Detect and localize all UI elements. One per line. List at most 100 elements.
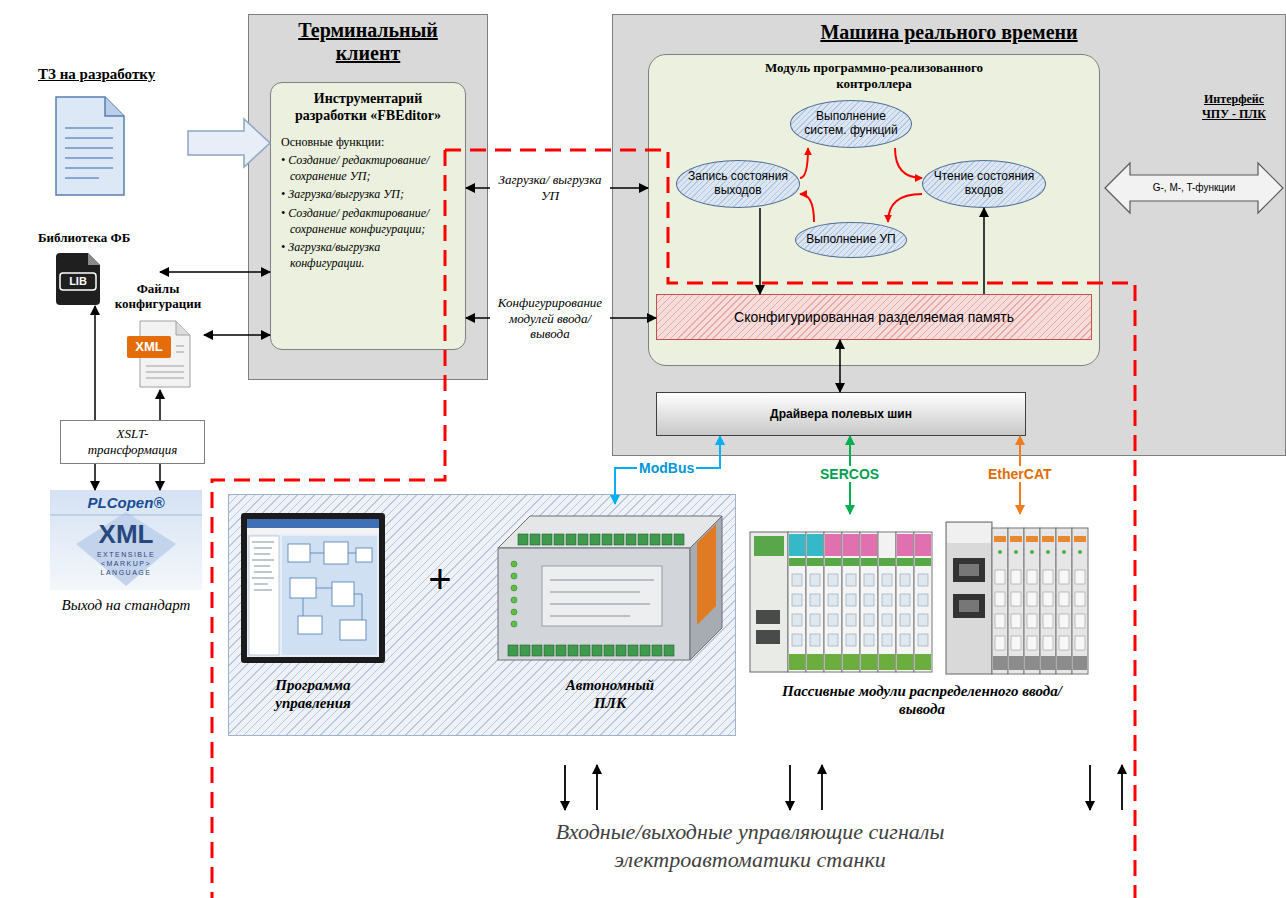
rect-shape (532, 645, 542, 656)
rect-shape (247, 519, 379, 657)
cycle-step-oval: Выполнение УП (795, 222, 907, 258)
signal-arrow-down (564, 765, 566, 810)
rect-shape (918, 594, 928, 606)
rect-shape (825, 534, 841, 556)
rect-shape (530, 534, 540, 545)
rect-shape (882, 614, 892, 626)
rect-shape (897, 558, 913, 566)
rect-shape (324, 542, 348, 564)
connector (800, 194, 814, 222)
path-shape (252, 542, 274, 590)
rect-shape (1072, 528, 1088, 674)
rect-shape (1011, 570, 1021, 584)
circle-shape (1030, 550, 1034, 554)
rect-shape (652, 645, 662, 656)
connector (159, 390, 161, 420)
panel-heading: Машина реального времени (613, 21, 1285, 44)
path-shape (65, 128, 113, 178)
node-text: Запись состояния выходов (687, 170, 789, 198)
rect-shape (789, 654, 805, 670)
rect-shape (915, 654, 931, 670)
connector (895, 148, 922, 178)
rect-shape (846, 614, 856, 626)
rect-shape (788, 532, 806, 672)
node-text: Выполнение УП (806, 233, 895, 247)
rect-shape (332, 582, 354, 606)
rect-shape (900, 614, 910, 626)
rect-shape (1056, 528, 1072, 674)
rect-shape (356, 548, 372, 562)
rect-shape (1073, 656, 1087, 670)
connector (615, 436, 720, 504)
rect-shape (879, 654, 895, 670)
circle-shape (1078, 550, 1082, 554)
terminal-client-panel: Терминальный клиентИнструментарий разраб… (248, 14, 488, 380)
file-heading: Библиотека ФБ (38, 230, 160, 246)
rect-shape (1027, 592, 1037, 606)
rect-shape (1059, 636, 1069, 650)
picture-caption: Программа управления (238, 676, 388, 712)
polygon-shape (690, 516, 722, 660)
rect-shape (828, 634, 838, 646)
path-shape (550, 580, 654, 616)
rect-shape (992, 528, 1008, 674)
standalone-plc-device: Автономный ПЛК (490, 504, 730, 730)
rect-shape (626, 534, 636, 545)
list-caption: Основные функции: (281, 135, 435, 151)
list-item: • Создание/ редактирование/ сохранение к… (281, 206, 435, 237)
connector (160, 271, 270, 273)
xslt-box: XSLT-трансформация (60, 420, 205, 464)
rect-shape (789, 558, 805, 566)
rect-shape (843, 534, 859, 556)
interface-heading: Интерфейс ЧПУ - ПЛК (1194, 92, 1274, 122)
rect-shape (995, 570, 1005, 584)
rect-shape (828, 614, 838, 626)
path-shape (56, 253, 100, 305)
rect-shape (810, 574, 820, 586)
rect-shape (578, 534, 588, 545)
signal-arrows (565, 765, 1122, 810)
rect-shape (650, 534, 660, 545)
rect-shape (959, 564, 979, 576)
rect-shape (1027, 614, 1037, 628)
rect-shape (542, 534, 552, 545)
rect-shape (674, 534, 684, 545)
rect-shape (900, 594, 910, 606)
rect-shape (861, 534, 877, 556)
illustration (490, 504, 730, 669)
rect-shape (1042, 536, 1054, 542)
control-program-picture: Программа управления (238, 508, 388, 730)
document-icon (55, 96, 125, 196)
logo-text: EXTENSIBLE (50, 550, 202, 559)
rect-shape (290, 578, 316, 598)
rect-shape (556, 645, 566, 656)
rect-shape (828, 574, 838, 586)
list-item: • Загрузка/выгрузка конфигурации. (281, 240, 435, 271)
rect-shape (1059, 614, 1069, 628)
panel-heading: Терминальный клиент (279, 19, 457, 65)
rect-shape (498, 548, 690, 660)
list-item: • Создание/ редактирование/ сохранение У… (281, 153, 435, 184)
plus-sign: + (418, 557, 462, 601)
rect-shape (882, 574, 892, 586)
rect-shape (249, 536, 279, 655)
rect-shape (340, 620, 366, 640)
rect-shape (1009, 656, 1023, 670)
passive-io-modules: Пассивные модули распределенного ввода/в… (742, 514, 1102, 732)
list-item: • Загрузка/выгрузка УП; (281, 187, 435, 203)
logo-caption: Выход на стандарт (50, 596, 202, 614)
rect-shape (282, 536, 377, 655)
icon-text: XML (127, 336, 171, 358)
rect-shape (1043, 614, 1053, 628)
rect-shape (915, 534, 931, 556)
circle-shape (511, 597, 517, 603)
rect-shape (995, 614, 1005, 628)
circle-shape (998, 550, 1002, 554)
path-shape (56, 97, 124, 195)
plcopen-xml-logo: PLCopen®XMLEXTENSIBLE<MARKUP>LANGUAGEВых… (50, 490, 202, 624)
rect-shape (846, 574, 856, 586)
rect-shape (792, 574, 802, 586)
g-shape (288, 542, 372, 640)
rect-shape (566, 534, 576, 545)
connector (94, 464, 96, 490)
